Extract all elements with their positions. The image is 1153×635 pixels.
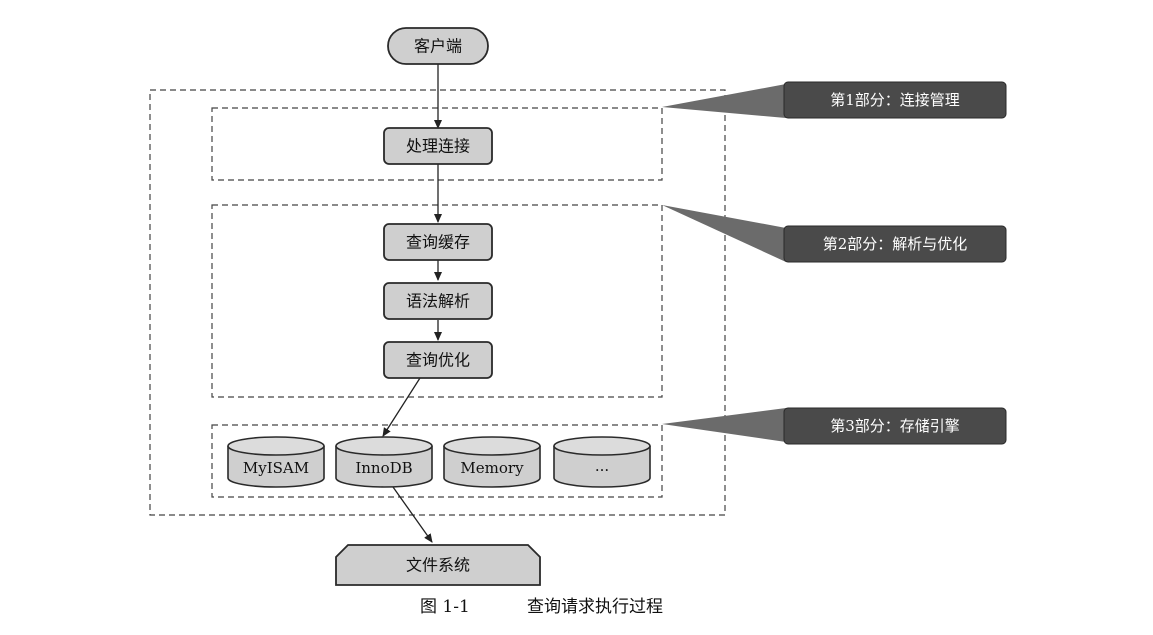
engine-myisam-label: MyISAM: [243, 459, 309, 477]
query-optimize-node: 查询优化: [383, 341, 493, 379]
callout-part1-label: 第1部分：连接管理: [830, 91, 960, 109]
caption-title: 查询请求执行过程: [527, 597, 663, 617]
file-system-label: 文件系统: [406, 556, 470, 575]
syntax-parse-node: 语法解析: [383, 282, 493, 320]
query-optimize-label: 查询优化: [406, 351, 470, 370]
caption-number: 图 1-1: [420, 597, 470, 617]
client-label: 客户端: [414, 37, 462, 56]
query-cache-label: 查询缓存: [406, 233, 470, 252]
engine-more: ...: [553, 436, 651, 488]
engine-innodb-label: InnoDB: [355, 459, 412, 477]
callout-part3-label: 第3部分：存储引擎: [830, 417, 960, 435]
handle-connection-node: 处理连接: [383, 127, 493, 165]
region-parse-optimize: [211, 204, 663, 398]
engine-myisam: MyISAM: [227, 436, 325, 488]
region-connection-management: [211, 107, 663, 181]
file-system-node: 文件系统: [335, 544, 541, 586]
engine-memory-label: Memory: [460, 459, 524, 477]
engine-more-label: ...: [595, 457, 609, 475]
client-node: 客户端: [387, 27, 489, 65]
query-cache-node: 查询缓存: [383, 223, 493, 261]
arrow-innodb-to-filesystem: [392, 486, 433, 543]
engine-memory: Memory: [443, 436, 541, 488]
callout-part1: 第1部分：连接管理: [662, 81, 1007, 119]
figure-caption: 图 1-1 查询请求执行过程: [420, 597, 663, 617]
handle-connection-label: 处理连接: [406, 137, 470, 156]
callout-part3: 第3部分：存储引擎: [662, 407, 1007, 445]
callout-part2: 第2部分：解析与优化: [662, 205, 1007, 263]
callout-part2-label: 第2部分：解析与优化: [823, 235, 968, 253]
engine-innodb: InnoDB: [335, 436, 433, 488]
region-storage-engine: [211, 424, 663, 498]
syntax-parse-label: 语法解析: [406, 292, 470, 311]
arrow-optimize-to-innodb: [382, 377, 421, 437]
